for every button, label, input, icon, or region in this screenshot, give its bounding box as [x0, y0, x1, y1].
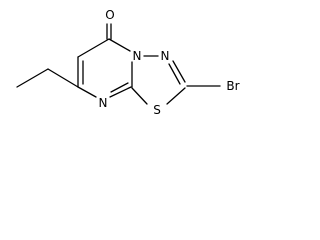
bond-n-pyrimidine-to-c-fused: [109, 86, 132, 98]
atom-nitrogen-thiadiazole-label: N: [161, 49, 170, 63]
atom-oxygen-label: O: [105, 8, 114, 22]
bond-carbonyl-c-to-ch: [77, 38, 110, 58]
bond-c-ethyl-to-n-pyrimidine: [77, 86, 97, 98]
bond-n-pyrimidine-to-c-fused-inner: [110, 82, 129, 93]
bond-n-ring-to-c-br-a: [172, 60, 186, 83]
atom-nitrogen-pyrimidine-label: N: [99, 96, 108, 110]
bond-n-ring-to-c-br-b: [168, 63, 181, 85]
bond-s-to-c-fused: [131, 87, 148, 105]
bond-carbonyl-c-to-n-bridge: [108, 38, 131, 52]
chemical-structure-diagram: O N N Br N S: [16, 8, 240, 117]
bond-ch2-to-ch3: [16, 68, 49, 88]
atom-sulfur-label: S: [153, 103, 161, 117]
atom-nitrogen-bridgehead-label: N: [133, 49, 142, 63]
bond-c-ethyl-to-ch2: [47, 68, 79, 88]
bond-c-br-to-s: [166, 87, 186, 105]
atom-bromine-label: Br: [226, 79, 239, 93]
